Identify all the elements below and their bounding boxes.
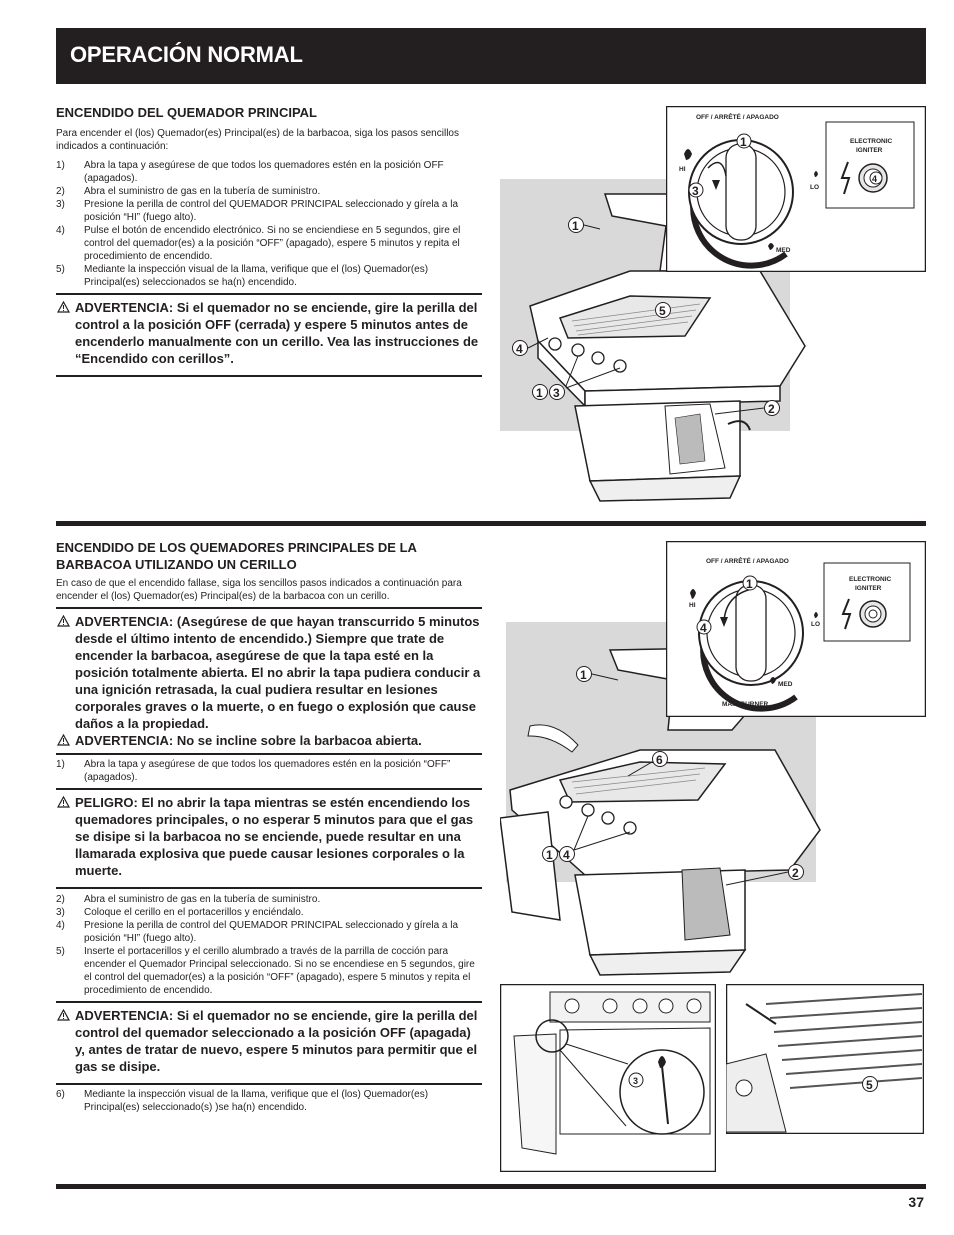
section2-steps-b: 2)Abra el suministro de gas en la tuberí… <box>56 893 482 997</box>
callout-4: 4 <box>872 174 877 184</box>
callout-6: 6 <box>656 753 663 767</box>
dial-lo-label: LO <box>811 621 820 628</box>
callout-4: 4 <box>563 848 570 862</box>
flame-hi-icon <box>684 149 692 160</box>
callout-4: 4 <box>700 621 707 635</box>
page-title: OPERACIÓN NORMAL <box>70 42 303 67</box>
section2-intro: En caso de que el encendido fallase, sig… <box>56 578 462 602</box>
section2-warning-3: ADVERTENCIA: Si el quemador no se encien… <box>56 1001 482 1085</box>
spark-icon <box>841 598 852 630</box>
list-item: 2)Abra el suministro de gas en la tuberí… <box>56 186 321 197</box>
section2-steps-a: 1)Abra la tapa y asegúrese de que todos … <box>56 758 482 784</box>
callout-1: 1 <box>536 386 543 400</box>
callout-2: 2 <box>768 402 775 416</box>
callout-3: 3 <box>553 386 560 400</box>
warning-triangle-icon <box>57 1009 70 1021</box>
control-dial-panel-2: OFF / ARRÊTÉ / APAGADO HI LO MED MAIN BU… <box>666 541 926 717</box>
section2-heading: ENCENDIDO DE LOS QUEMADORES PRINCIPALES … <box>56 540 417 572</box>
igniter-label-2: IGNITER <box>856 147 883 154</box>
footer-divider <box>56 1184 926 1189</box>
callout-1: 1 <box>572 219 579 233</box>
callout-3: 3 <box>633 1076 638 1086</box>
callout-5: 5 <box>866 1078 873 1092</box>
section2-warning-2: ADVERTENCIA: No se incline sobre la barb… <box>56 732 482 749</box>
list-item: 4)Pulse el botón de encendido electrónic… <box>56 225 461 262</box>
flame-lo-icon <box>814 612 818 618</box>
section-match-lighting: ENCENDIDO DE LOS QUEMADORES PRINCIPALES … <box>56 539 482 1114</box>
igniter-label-1: ELECTRONIC <box>850 138 893 145</box>
inset-match-holder: 3 <box>500 984 716 1172</box>
page-number: 37 <box>908 1194 924 1210</box>
control-dial-panel-1: OFF / ARRÊTÉ / APAGADO HI LO MED 1 3 ELE… <box>666 106 926 272</box>
section1-heading: ENCENDIDO DEL QUEMADOR PRINCIPAL <box>56 105 317 120</box>
control-dial-diagram-2: OFF / ARRÊTÉ / APAGADO HI LO MED MAIN BU… <box>666 541 926 717</box>
section2-danger: PELIGRO: El no abrir la tapa mientras se… <box>56 788 482 889</box>
callout-1: 1 <box>580 668 587 682</box>
dial-hi-label: HI <box>689 602 696 609</box>
flame-lo-icon <box>814 171 818 177</box>
callout-4: 4 <box>516 342 523 356</box>
section2-steps-c: 6)Mediante la inspección visual de la ll… <box>56 1088 482 1114</box>
control-dial-diagram-1: OFF / ARRÊTÉ / APAGADO HI LO MED 1 3 ELE… <box>666 106 926 272</box>
section1-steps: 1)Abra la tapa y asegúrese de que todos … <box>56 159 482 289</box>
page-header-banner: OPERACIÓN NORMAL <box>56 28 926 84</box>
list-item: 2)Abra el suministro de gas en la tuberí… <box>56 894 321 905</box>
inset-illustration-match: 3 <box>500 984 716 1172</box>
callout-1: 1 <box>746 577 753 591</box>
spark-icon <box>840 161 851 195</box>
callout-2: 2 <box>792 866 799 880</box>
dial-med-label: MED <box>778 681 793 688</box>
inset-illustration-grate: 5 <box>726 984 924 1134</box>
dial-med-label: MED <box>776 247 791 254</box>
dial-hi-label: HI <box>679 166 686 173</box>
inset-grate-lighting: 5 <box>726 984 924 1134</box>
section2-warning-block: ADVERTENCIA: (Asegúrese de que hayan tra… <box>56 607 482 755</box>
list-item: 1)Abra la tapa y asegúrese de que todos … <box>56 759 451 783</box>
warning-triangle-icon <box>57 615 70 627</box>
list-item: 6)Mediante la inspección visual de la ll… <box>56 1089 429 1113</box>
dial-lo-label: LO <box>810 184 819 191</box>
warning-triangle-icon <box>57 734 70 746</box>
flame-hi-icon <box>690 589 696 599</box>
igniter-label-1: ELECTRONIC <box>849 576 892 583</box>
igniter-label-2: IGNITER <box>855 585 882 592</box>
section1-warning: ADVERTENCIA: Si el quemador no se encien… <box>56 293 482 377</box>
callout-1: 1 <box>740 135 747 149</box>
list-item: 1)Abra la tapa y asegúrese de que todos … <box>56 160 444 184</box>
flame-med-icon <box>770 677 776 684</box>
dial-off-label: OFF / ARRÊTÉ / APAGADO <box>696 112 779 121</box>
warning-triangle-icon <box>57 301 70 313</box>
list-item: 5)Mediante la inspección visual de la ll… <box>56 264 429 288</box>
flame-med-icon <box>768 243 774 250</box>
main-burner-label: MAIN BURNER <box>722 701 769 708</box>
list-item: 3)Coloque el cerillo en el portacerillos… <box>56 907 304 918</box>
callout-1: 1 <box>546 848 553 862</box>
list-item: 3)Presione la perilla de control del QUE… <box>56 199 459 223</box>
section-main-burner-ignition: ENCENDIDO DEL QUEMADOR PRINCIPAL Para en… <box>56 104 482 377</box>
callout-3: 3 <box>692 184 699 198</box>
section1-intro: Para encender el (los) Quemador(es) Prin… <box>56 128 459 152</box>
list-item: 4)Presione la perilla de control del QUE… <box>56 920 459 944</box>
dial-off-label: OFF / ARRÊTÉ / APAGADO <box>706 556 789 565</box>
warning-triangle-icon <box>57 796 70 808</box>
callout-5: 5 <box>659 304 666 318</box>
list-item: 5)Inserte el portacerillos y el cerillo … <box>56 946 475 996</box>
section2-warning-1: ADVERTENCIA: (Asegúrese de que hayan tra… <box>56 613 482 732</box>
section-divider <box>56 521 926 526</box>
